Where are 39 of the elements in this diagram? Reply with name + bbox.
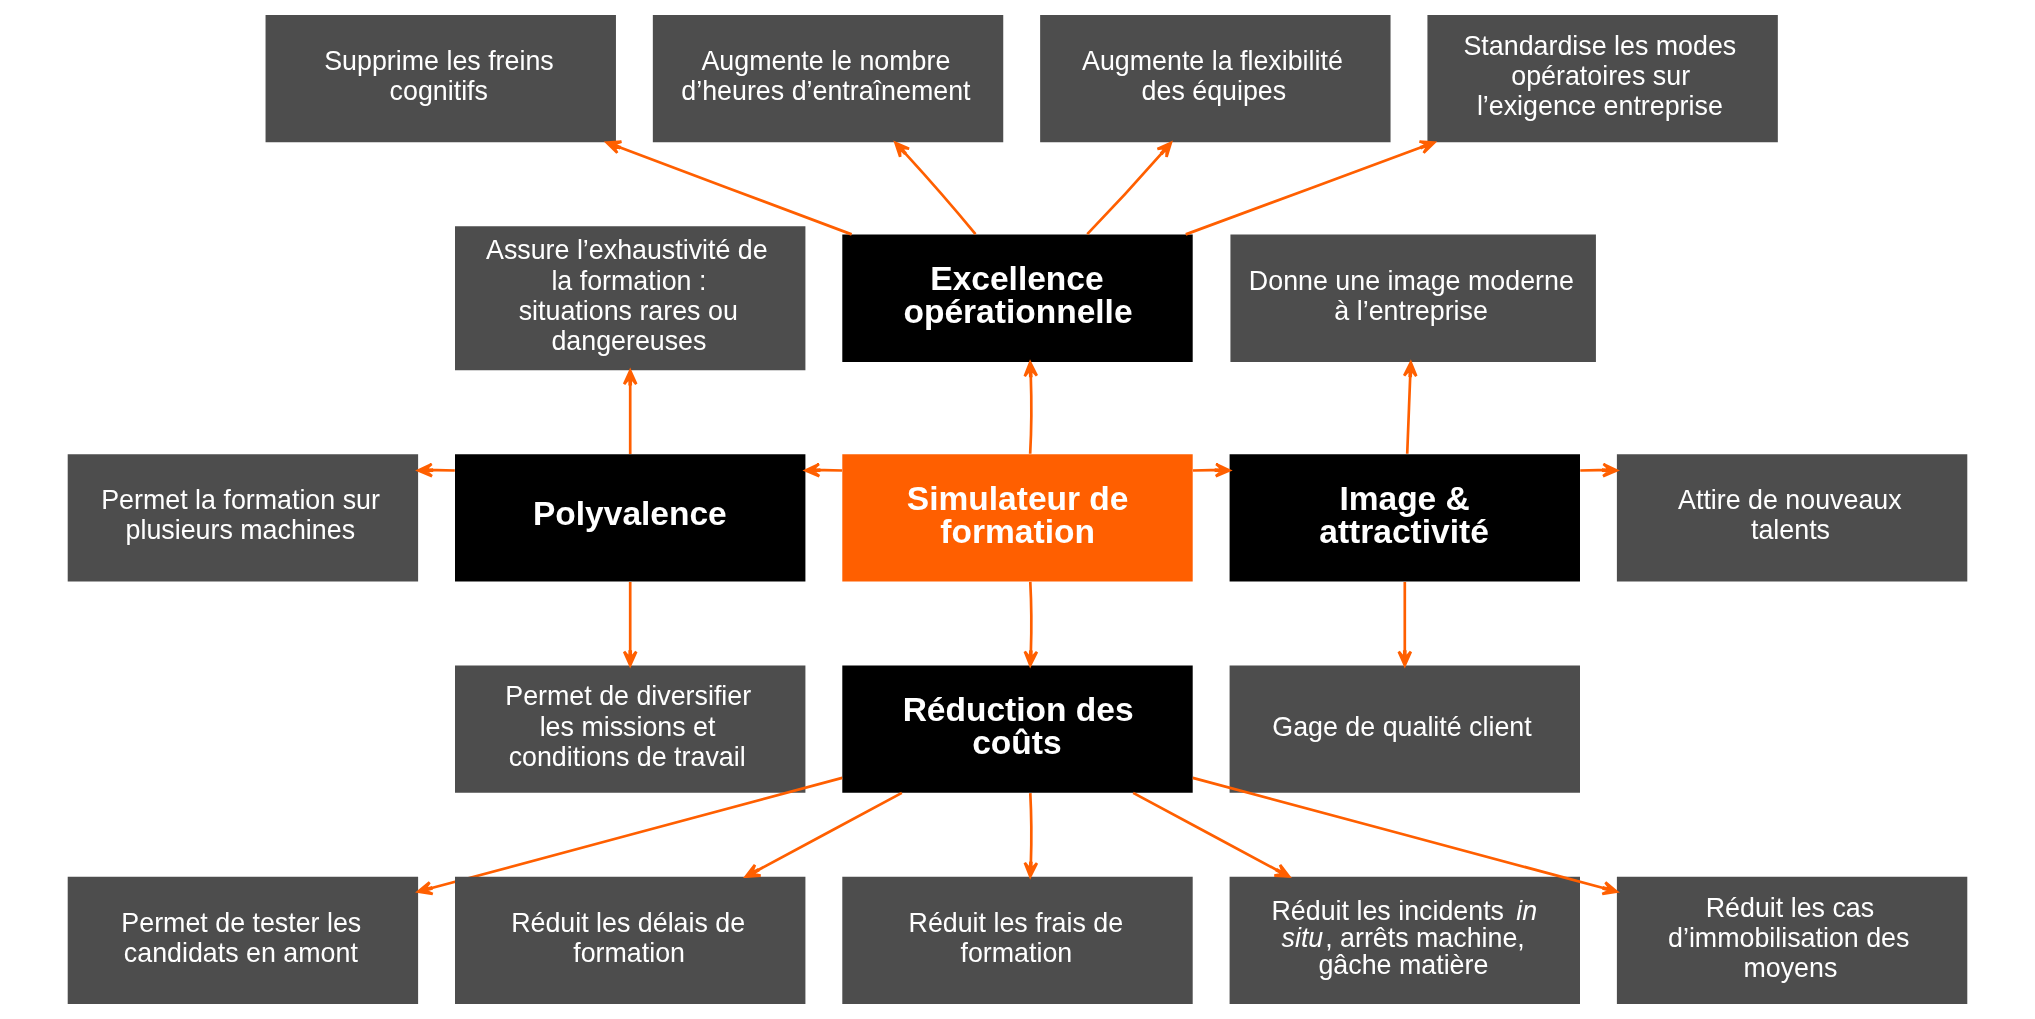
node-box: Supprime les freins cognitifs bbox=[265, 14, 616, 143]
arrow bbox=[1402, 361, 1418, 454]
node-box: Permet de tester les candidats en amont bbox=[67, 876, 419, 1005]
arrow bbox=[1023, 361, 1039, 454]
arrow bbox=[417, 462, 455, 478]
node-box: Simulateur de formation bbox=[842, 454, 1193, 582]
arrow bbox=[894, 141, 977, 235]
node-box: Réduit les frais de formation bbox=[842, 876, 1193, 1005]
node-box: Augmente la flexibilité des équipes bbox=[1040, 14, 1391, 143]
arrow bbox=[622, 369, 638, 454]
node-box: Réduction des coûts bbox=[842, 665, 1193, 793]
arrow bbox=[1397, 581, 1413, 667]
arrow bbox=[605, 140, 853, 236]
node-box: Excellence opérationnelle bbox=[842, 234, 1193, 362]
node-box: Image & attractivité bbox=[1229, 454, 1580, 582]
node-box: Assure l’exhaustivité de la formation : situations rares ou dangereuses bbox=[455, 226, 806, 371]
node-box: Réduit les cas d’immobilisation des moyens bbox=[1616, 876, 1968, 1005]
node-box: Réduit les délais de formation bbox=[455, 876, 806, 1005]
arrow bbox=[1132, 791, 1291, 878]
node-box: Augmente le nombre d’heures d’entraînement bbox=[652, 14, 1004, 143]
arrow bbox=[1185, 140, 1436, 236]
node-box: Attire de nouveaux talents bbox=[1616, 454, 1968, 582]
arrow bbox=[1023, 793, 1039, 878]
arrow bbox=[1192, 462, 1231, 478]
node-box: Standardise les modes opératoires sur l’exigence entreprise bbox=[1427, 14, 1778, 143]
node-box: Gage de qualité client bbox=[1229, 665, 1580, 793]
arrow bbox=[804, 462, 843, 478]
arrow bbox=[1086, 141, 1173, 236]
arrow bbox=[416, 776, 843, 896]
node-box: Polyvalence bbox=[455, 454, 806, 582]
node-box: Donne une image moderne à l’entreprise bbox=[1230, 234, 1596, 362]
arrow bbox=[1580, 462, 1618, 478]
arrow bbox=[1192, 776, 1619, 896]
arrow bbox=[1023, 581, 1039, 667]
arrow bbox=[622, 581, 638, 667]
node-box: Permet de diversifier les missions et conditions de travail bbox=[455, 665, 806, 793]
node-box: Permet la formation sur plusieurs machines bbox=[67, 454, 419, 582]
node-box: Réduit les incidents in situ, arrêts machine, gâche matière bbox=[1229, 876, 1580, 1005]
arrow bbox=[744, 791, 903, 878]
